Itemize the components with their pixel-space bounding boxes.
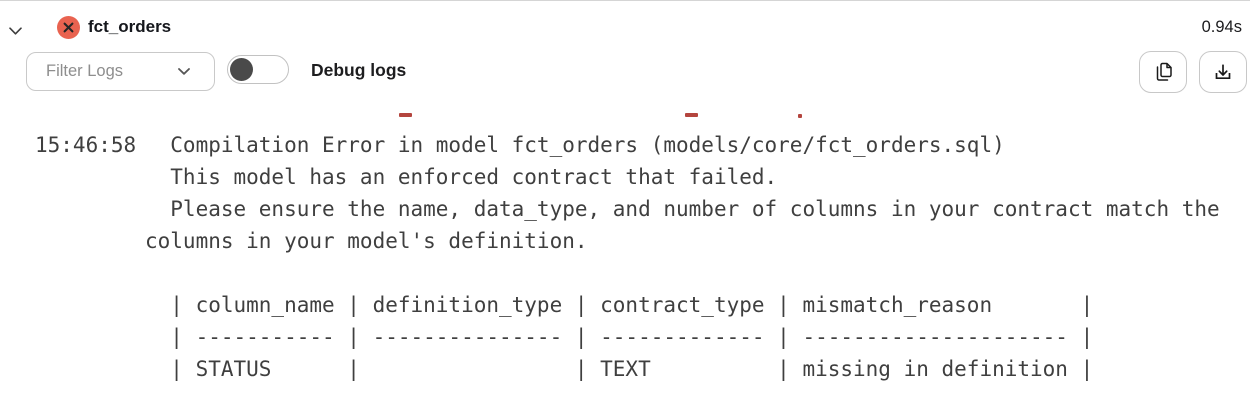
download-logs-button[interactable] bbox=[1199, 51, 1247, 93]
debug-logs-label: Debug logs bbox=[311, 60, 407, 80]
filter-logs-dropdown[interactable]: Filter Logs bbox=[26, 52, 215, 91]
compilation-error-message: Compilation Error in model fct_orders (m… bbox=[145, 133, 1220, 381]
log-toolbar: Filter Logs Debug logs bbox=[0, 51, 1250, 95]
run-header: fct_orders 0.94s bbox=[0, 5, 1250, 49]
toggle-knob bbox=[230, 57, 253, 81]
chevron-down-icon bbox=[178, 68, 190, 75]
clipped-red-text-fragment bbox=[399, 113, 412, 117]
error-status-icon bbox=[57, 16, 80, 39]
filter-logs-label: Filter Logs bbox=[46, 62, 124, 80]
copy-logs-button[interactable] bbox=[1139, 51, 1187, 93]
clipped-red-text-fragment bbox=[685, 113, 698, 117]
clipped-red-text-fragment bbox=[798, 114, 802, 118]
collapse-chevron-icon[interactable] bbox=[6, 22, 24, 40]
run-duration: 0.94s bbox=[1201, 18, 1242, 36]
copy-icon bbox=[1153, 61, 1174, 83]
debug-logs-toggle[interactable] bbox=[227, 55, 289, 84]
panel-top-border bbox=[0, 0, 1250, 1]
download-icon bbox=[1213, 62, 1233, 82]
log-output: 15:46:58 Compilation Error in model fct_… bbox=[0, 96, 1250, 404]
model-title: fct_orders bbox=[88, 17, 172, 36]
log-timestamp: 15:46:58 bbox=[35, 133, 137, 157]
